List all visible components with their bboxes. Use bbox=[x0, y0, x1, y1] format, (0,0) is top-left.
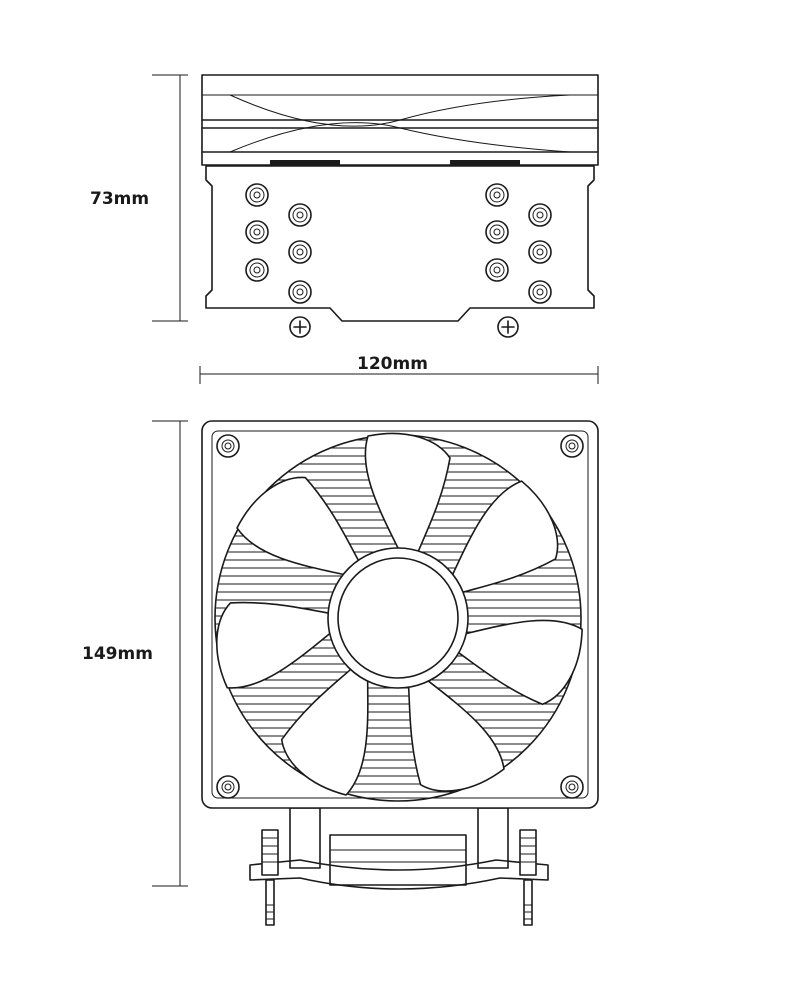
fan-front-view bbox=[201, 420, 599, 809]
height-top-label: 73mm bbox=[90, 189, 150, 209]
height-front-label: 149mm bbox=[82, 644, 153, 664]
dimension-120mm bbox=[199, 366, 599, 384]
dimension-149mm bbox=[152, 420, 188, 887]
dimension-73mm bbox=[152, 74, 188, 322]
mounting-bracket bbox=[249, 807, 549, 926]
cooler-side-view bbox=[201, 74, 599, 338]
width-label: 120mm bbox=[357, 354, 428, 374]
